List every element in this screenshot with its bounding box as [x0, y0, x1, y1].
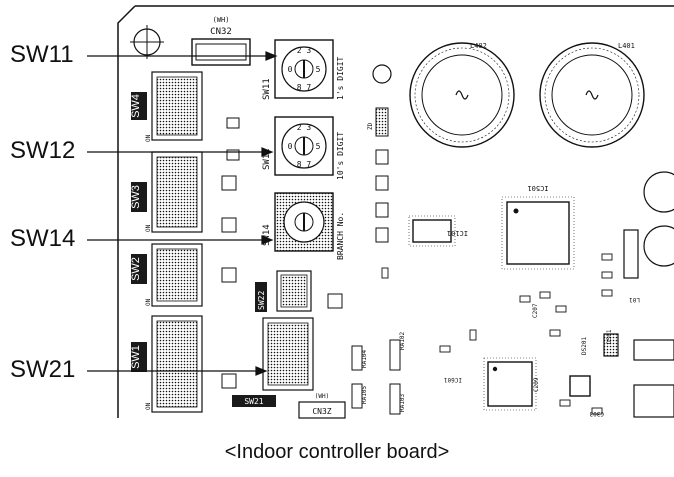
cn3z-label: CN3Z — [312, 407, 331, 416]
sw22-silk-label: SW22 — [257, 291, 266, 310]
callout-sw21: SW21 — [10, 356, 76, 383]
c207-label: C207 — [532, 303, 539, 318]
ds201-label: DS201 — [581, 337, 588, 355]
svg-text:8 7: 8 7 — [297, 83, 312, 92]
dip-switch-sw2: SW2 ON — [130, 243, 203, 307]
svg-text:2 3: 2 3 — [297, 46, 312, 55]
ic101-chip: IC101 — [408, 215, 468, 247]
sw21-silk-label: SW21 — [244, 397, 263, 406]
ra104-label: RA104 — [361, 350, 368, 368]
sw11-silk-label: SW11 — [262, 78, 272, 100]
sw1-label: SW1 — [130, 345, 142, 369]
sw1-on-label: ON — [145, 402, 152, 410]
small-passives — [381, 253, 613, 415]
inductor-l402: L402 — [409, 42, 515, 148]
ic501-chip: IC501 — [501, 184, 575, 270]
mounting-hole — [130, 25, 164, 59]
board-outline — [117, 5, 674, 418]
sw3-label: SW3 — [130, 185, 142, 209]
cn32-sub-label: (WH) — [213, 16, 230, 24]
dip-switch-sw22: SW22 — [255, 270, 312, 312]
rotary-switch-sw11: 2 3 5 8 7 0 SW11 1's DIGIT — [262, 39, 345, 100]
inductor-l401: L401 — [539, 42, 645, 148]
sw12-silk-label: SW12 — [262, 148, 272, 170]
digit10-label: 10's DIGIT — [336, 132, 345, 180]
leader-lines — [87, 51, 278, 376]
ic501-label: IC501 — [527, 184, 548, 192]
ra105-label: RA105 — [361, 386, 368, 404]
branch-label: BRANCH No. — [336, 212, 345, 260]
svg-text:2 3: 2 3 — [297, 123, 312, 132]
callout-sw14: SW14 — [10, 225, 76, 252]
cn32-connector: CN32 (WH) — [191, 16, 251, 66]
cn32-label: CN32 — [210, 27, 232, 37]
ic601-chip: IC601 — [444, 357, 537, 411]
resistor-arrays — [351, 339, 401, 415]
ds201-led: DS201 — [569, 337, 591, 397]
l401-label: L401 — [618, 42, 635, 50]
l01-label: L01 — [629, 296, 640, 303]
svg-text:0: 0 — [288, 142, 293, 151]
c303-label: C303 — [589, 410, 604, 417]
rotary-switch-sw12: 2 3 5 8 7 0 SW12 10's DIGIT — [262, 116, 345, 180]
sw14-silk-label: SW14 — [262, 224, 272, 246]
callout-sw12: SW12 — [10, 137, 76, 164]
dip-switch-sw4: SW4 ON — [130, 71, 203, 142]
sw4-label: SW4 — [130, 94, 142, 118]
right-connectors — [603, 171, 674, 418]
led-component: ZD — [367, 64, 392, 137]
svg-text:5: 5 — [316, 142, 321, 151]
dip-switch-sw1: SW1 ON — [130, 315, 203, 413]
sw2-label: SW2 — [130, 257, 142, 281]
sw2-on-label: ON — [145, 298, 152, 306]
c209-label: C209 — [533, 377, 540, 392]
digit1-label: 1's DIGIT — [336, 56, 345, 100]
dip-switch-sw21: SW21 — [232, 317, 314, 407]
zd-label: ZD — [367, 122, 374, 130]
ic601-label: IC601 — [444, 376, 462, 383]
svg-text:5: 5 — [316, 65, 321, 74]
ds01-label: DS01 — [606, 329, 613, 344]
dip-switch-sw3: SW3 ON — [130, 151, 203, 233]
sw4-on-label: ON — [145, 134, 152, 142]
rotary-switch-sw14: SW14 BRANCH No. — [262, 192, 345, 260]
l402-label: L402 — [470, 42, 487, 50]
svg-text:8 7: 8 7 — [297, 160, 312, 169]
sw3-on-label: ON — [145, 224, 152, 232]
figure-caption: <Indoor controller board> — [224, 441, 450, 463]
svg-text:0: 0 — [288, 65, 293, 74]
transistor-group — [221, 117, 389, 389]
callout-sw11: SW11 — [10, 41, 74, 68]
cn3z-sub-label: (WH) — [315, 393, 329, 400]
ic101-label: IC101 — [447, 229, 468, 237]
cn3z-connector: CN3Z (WH) — [298, 393, 346, 419]
ra103-label: RA103 — [399, 394, 406, 412]
ra102-label: RA102 — [399, 332, 406, 350]
